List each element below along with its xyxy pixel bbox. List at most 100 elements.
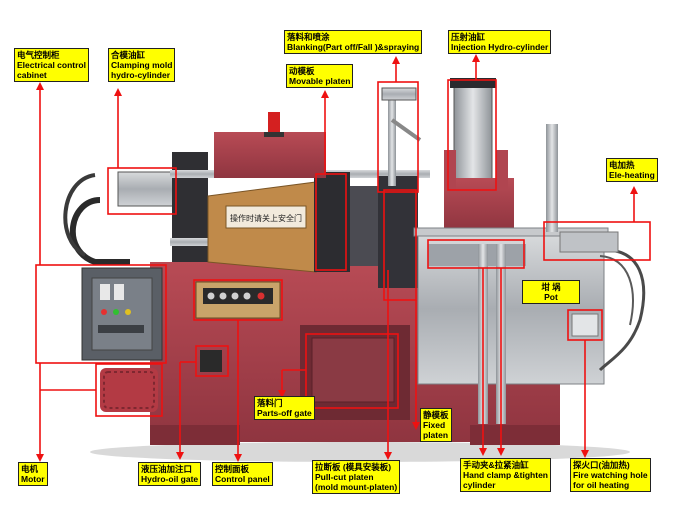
injection-cap: [450, 78, 496, 88]
label-clamping-cylinder: 合模油缸 Clamping mold hydro-cylinder: [108, 48, 176, 82]
label-pull-en1: Pull-cut platen: [315, 472, 374, 482]
label-electrical-cabinet: 电气控制柜 Electrical control cabinet: [14, 48, 89, 82]
panel-button-4: [243, 292, 251, 300]
label-parts-off-gate: 落料门 Parts-off gate: [254, 396, 315, 420]
label-heat-en: Ele-heating: [609, 170, 655, 180]
label-pot-cn: 坩 埚: [541, 282, 561, 292]
label-motor: 电机 Motor: [18, 462, 48, 486]
label-movable-platen: 动模板 Movable platen: [286, 64, 354, 88]
injection-cylinder: [453, 83, 493, 185]
label-heat-cn: 电加热: [609, 160, 635, 170]
motor-body: [100, 368, 158, 412]
label-panel-cn: 控制面板: [215, 464, 250, 474]
motor-fins: [103, 371, 155, 409]
label-mov-en: Movable platen: [289, 76, 351, 86]
parts-off-gate: [311, 337, 395, 403]
label-fire-cn: 探火口(油加热): [573, 460, 630, 470]
breaker-1: [100, 284, 110, 300]
heater-box: [559, 231, 619, 253]
spray-arm-diagonal: [390, 118, 422, 142]
warning-lamp: [268, 112, 280, 134]
indicator-lamp-3: [125, 309, 131, 315]
label-fire-en1: Fire watching hole: [573, 470, 648, 480]
label-mov-cn: 动模板: [289, 66, 315, 76]
label-pot-en: Pot: [544, 292, 558, 302]
label-fire-watching-hole: 探火口(油加热) Fire watching hole for oil heat…: [570, 458, 651, 492]
fire-watch-hole: [571, 313, 599, 337]
injection-pipes: [428, 244, 526, 266]
box-fixed-platen: [383, 189, 417, 301]
label-fixed-en2: platen: [423, 430, 449, 440]
spray-arm-vertical: [388, 94, 396, 186]
label-injection-cylinder: 压射油缸 Injection Hydro-cylinder: [448, 30, 552, 54]
label-ele-heating: 电加热 Ele-heating: [606, 158, 658, 182]
label-control-panel: 控制面板 Control panel: [212, 462, 273, 486]
heater-cables-2: [599, 255, 634, 326]
label-inj-en: Injection Hydro-cylinder: [451, 42, 549, 52]
injection-column-red: [444, 150, 456, 190]
label-panel-en: Control panel: [215, 474, 270, 484]
floor-shadow: [90, 442, 630, 462]
label-hand-clamp-cylinder: 手动夹&拉紧油缸 Hand clamp &tighten cylinder: [460, 458, 552, 492]
cabinet-switch-row: [98, 325, 144, 333]
box-parts-gate: [305, 333, 399, 409]
label-blank-cn: 落料和喷涂: [287, 32, 330, 42]
label-pull-cn: 拉断板 (模具安装板): [315, 462, 392, 472]
box-movable-platen: [315, 173, 347, 271]
label-fire-en2: for oil heating: [573, 480, 630, 490]
box-heating: [543, 221, 651, 261]
chimney: [546, 124, 558, 232]
door-sign-plate: [225, 205, 307, 229]
indicator-lamp-2: [113, 309, 119, 315]
box-spraying: [377, 81, 419, 193]
label-clamp-cn: 合模油缸: [111, 50, 146, 60]
label-gate-cn: 落料门: [257, 398, 283, 408]
top-guard: [214, 132, 326, 178]
movable-platen: [314, 172, 350, 272]
base-foot-right: [470, 425, 560, 445]
label-electrical-en1: Electrical control: [17, 60, 86, 70]
panel-button-5: [257, 292, 265, 300]
mold-area: [350, 186, 378, 266]
panel-button-2: [219, 292, 227, 300]
box-injection: [447, 79, 497, 191]
door-sign-text: 操作时请关上安全门: [230, 213, 302, 223]
spray-arm-head: [381, 87, 417, 101]
label-motor-cn: 电机: [21, 464, 39, 474]
label-hand-cn: 手动夹&拉紧油缸: [463, 460, 529, 470]
label-fixed-cn: 静模板: [423, 410, 449, 420]
injection-column-red-2: [496, 150, 508, 190]
hydro-oil-gate: [200, 350, 222, 372]
box-hydro-oil: [195, 345, 229, 377]
label-gate-en: Parts-off gate: [257, 408, 312, 418]
label-hydro-oil-gate: 液压油加注口 Hydro-oil gate: [138, 462, 202, 486]
label-clamp-en2: hydro-cylinder: [111, 70, 171, 80]
box-clamp-cylinder: [107, 167, 177, 215]
heater-cables: [598, 248, 646, 372]
box-hand-clamp: [427, 239, 525, 269]
callout-arrows: [36, 54, 638, 462]
base-foot-left: [150, 425, 240, 445]
hose-loop: [69, 197, 130, 265]
indicator-lamp-1: [101, 309, 107, 315]
label-motor-en: Motor: [21, 474, 45, 484]
label-oil-cn: 液压油加注口: [141, 464, 193, 474]
label-pull-en2: (mold mount-platen): [315, 482, 398, 492]
panel-button-1: [207, 292, 215, 300]
breaker-2: [114, 284, 124, 300]
label-oil-en: Hydro-oil gate: [141, 474, 199, 484]
label-fixed-en1: Fixed: [423, 420, 446, 430]
label-electrical-cn: 电气控制柜: [17, 50, 60, 60]
label-hand-en1: Hand clamp &tighten: [463, 470, 549, 480]
label-electrical-en2: cabinet: [17, 70, 47, 80]
warning-lamp-base: [264, 132, 284, 137]
label-pull-cut-platen: 拉断板 (模具安装板) Pull-cut platen (mold mount-…: [312, 460, 401, 494]
label-hand-en2: cylinder: [463, 480, 496, 490]
label-blanking-spraying: 落料和喷涂 Blanking(Part off/Fall )&spraying: [284, 30, 423, 54]
label-inj-cn: 压射油缸: [451, 32, 486, 42]
label-fixed-platen: 静模板 Fixed platen: [420, 408, 452, 442]
box-electrical-cabinet: [35, 264, 167, 364]
label-blank-en: Blanking(Part off/Fall )&spraying: [287, 42, 420, 52]
panel-button-3: [231, 292, 239, 300]
